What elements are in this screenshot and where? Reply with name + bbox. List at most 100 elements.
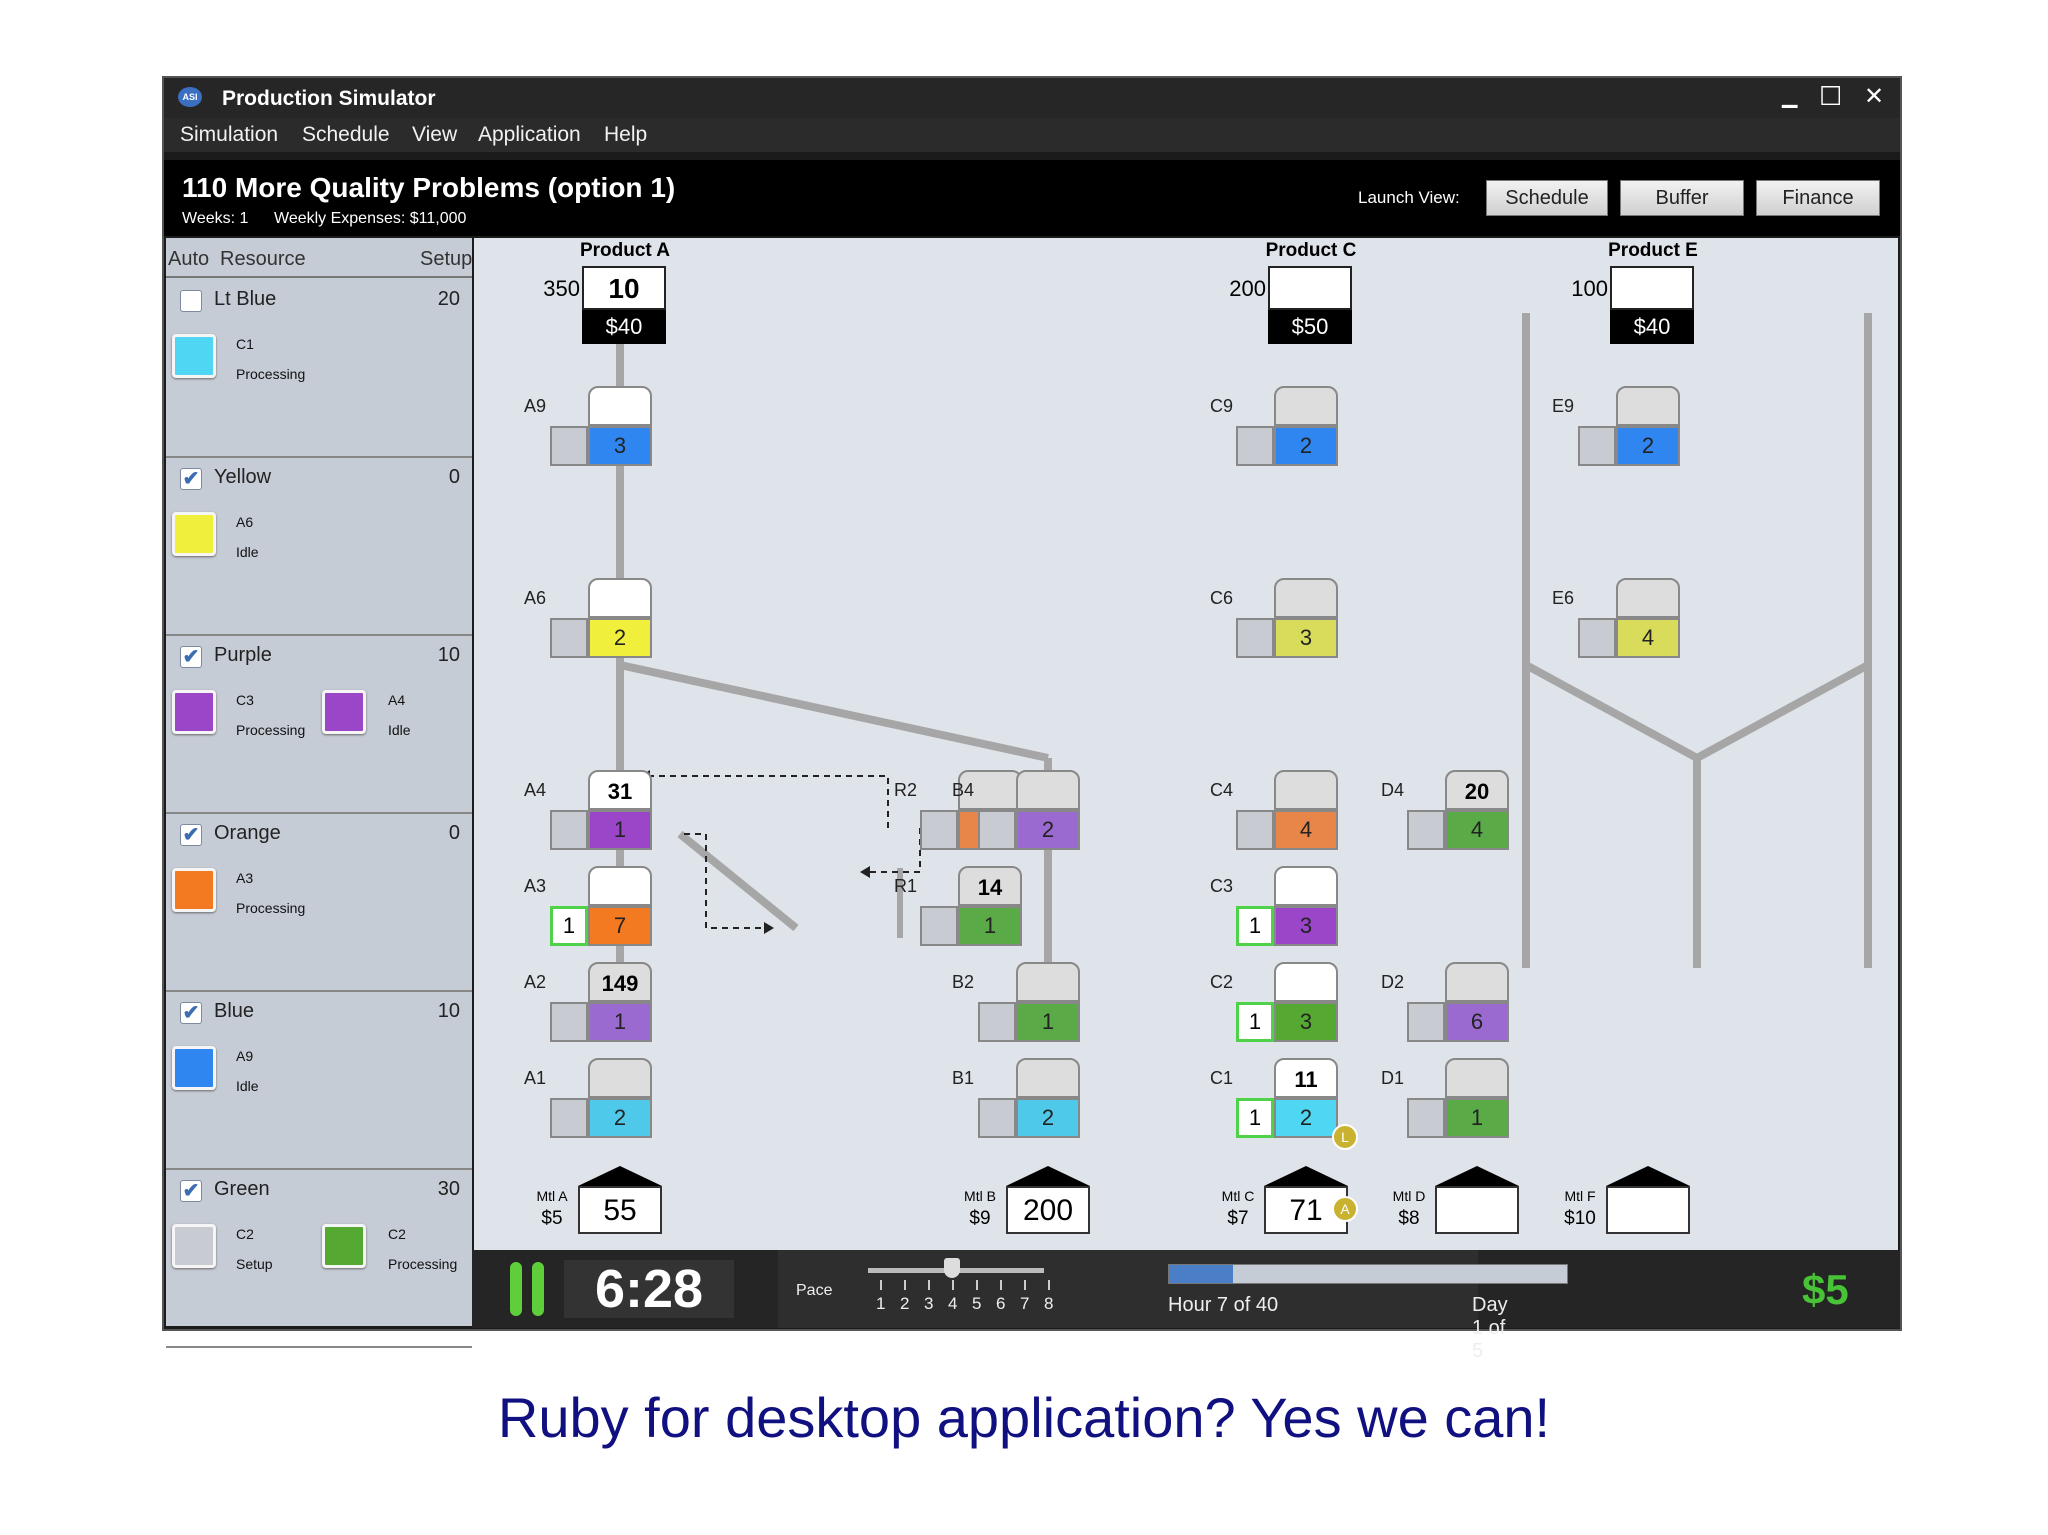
station-machine[interactable]: 6 [1445,1002,1509,1042]
station-machine[interactable]: 3 [1274,906,1338,946]
station-machine[interactable]: 3 [1274,1002,1338,1042]
station-side[interactable] [978,1098,1016,1138]
station-side[interactable] [550,1098,588,1138]
station-side[interactable]: 1 [550,906,588,946]
station-queue[interactable] [588,386,652,426]
product-shipped[interactable]: 10 [582,266,666,310]
station-machine[interactable]: 1 [1445,1098,1509,1138]
station-side[interactable] [978,1002,1016,1042]
station-queue[interactable] [1274,386,1338,426]
station-machine[interactable]: 2 [1616,426,1680,466]
auto-checkbox[interactable]: ✔ [180,646,202,668]
station-side[interactable] [1407,810,1445,850]
station-queue[interactable] [1016,770,1080,810]
station-queue[interactable] [1274,770,1338,810]
auto-checkbox[interactable]: ✔ [180,1002,202,1024]
station-side[interactable] [978,810,1016,850]
station-queue[interactable] [588,578,652,618]
station-queue[interactable]: 20 [1445,770,1509,810]
station-side[interactable] [920,906,958,946]
station-queue[interactable] [1445,1058,1509,1098]
maximize-icon[interactable]: ☐ [1819,81,1843,111]
resource-swatch[interactable] [172,1046,216,1090]
resource-swatch[interactable] [172,868,216,912]
station-queue[interactable] [588,866,652,906]
station-queue[interactable] [588,1058,652,1098]
station-machine[interactable]: 2 [1016,810,1080,850]
menu-application[interactable]: Application [478,123,581,146]
station-side[interactable] [550,810,588,850]
material-qty[interactable]: 55 [578,1186,662,1234]
auto-checkbox[interactable]: ✔ [180,824,202,846]
station-queue[interactable] [1016,1058,1080,1098]
material-qty[interactable] [1606,1186,1690,1234]
finance-button[interactable]: Finance [1756,180,1880,216]
resource-swatch[interactable] [172,334,216,378]
buffer-button[interactable]: Buffer [1620,180,1744,216]
station-side[interactable] [1236,426,1274,466]
station-queue[interactable] [1445,962,1509,1002]
station-queue[interactable]: 14 [958,866,1022,906]
station-machine[interactable]: 2 [1274,426,1338,466]
station-machine[interactable]: 2 [1274,1098,1338,1138]
menu-help[interactable]: Help [604,123,648,146]
station-side[interactable] [550,426,588,466]
auto-checkbox[interactable] [180,290,202,312]
station-machine[interactable]: 4 [1616,618,1680,658]
station-machine[interactable]: 7 [588,906,652,946]
station-side[interactable] [1236,618,1274,658]
station-queue[interactable] [1274,962,1338,1002]
station-machine[interactable]: 1 [588,810,652,850]
station-machine[interactable]: 4 [1274,810,1338,850]
pause-icon[interactable] [510,1262,550,1316]
menu-view[interactable]: View [412,123,458,146]
material-qty[interactable]: 200 [1006,1186,1090,1234]
resource-swatch[interactable] [172,690,216,734]
station-queue[interactable] [1016,962,1080,1002]
station-machine[interactable]: 1 [1016,1002,1080,1042]
station-label: A2 [524,972,547,992]
menu-simulation[interactable]: Simulation [180,123,279,146]
resource-swatch[interactable] [322,690,366,734]
station-side[interactable]: 1 [1236,1098,1274,1138]
station-queue[interactable]: 31 [588,770,652,810]
product-shipped[interactable] [1610,266,1694,310]
station-machine[interactable]: 2 [1016,1098,1080,1138]
station-machine[interactable]: 4 [1445,810,1509,850]
station-side[interactable] [1407,1002,1445,1042]
station-machine[interactable]: 2 [588,618,652,658]
station-machine[interactable]: 1 [588,1002,652,1042]
station-side[interactable] [1407,1098,1445,1138]
schedule-button[interactable]: Schedule [1486,180,1608,216]
station-side[interactable] [1578,426,1616,466]
station-machine[interactable]: 3 [588,426,652,466]
minimize-icon[interactable]: ▁ [1782,86,1798,108]
station-side[interactable] [550,1002,588,1042]
station-machine[interactable]: 3 [1274,618,1338,658]
resource-swatch[interactable] [322,1224,366,1268]
resource-swatch[interactable] [172,1224,216,1268]
station-machine[interactable]: 1 [958,906,1022,946]
product-shipped[interactable] [1268,266,1352,310]
station-queue[interactable] [1616,578,1680,618]
station-side[interactable] [1236,810,1274,850]
station-side[interactable] [920,810,958,850]
station-queue[interactable] [958,770,1022,810]
auto-checkbox[interactable]: ✔ [180,468,202,490]
station-side[interactable] [550,618,588,658]
station-machine[interactable]: 2 [588,1098,652,1138]
station-side[interactable]: 1 [1236,1002,1274,1042]
station-queue[interactable] [1616,386,1680,426]
resource-swatch[interactable] [172,512,216,556]
station-side[interactable]: 1 [1236,906,1274,946]
station-queue[interactable] [1274,578,1338,618]
menu-schedule[interactable]: Schedule [302,123,390,146]
material-qty[interactable] [1435,1186,1519,1234]
close-icon[interactable]: ✕ [1864,83,1885,110]
pace-slider-thumb[interactable] [944,1258,960,1278]
station-queue[interactable]: 11 [1274,1058,1338,1098]
station-queue[interactable]: 149 [588,962,652,1002]
station-side[interactable] [1578,618,1616,658]
auto-checkbox[interactable]: ✔ [180,1180,202,1202]
station-queue[interactable] [1274,866,1338,906]
